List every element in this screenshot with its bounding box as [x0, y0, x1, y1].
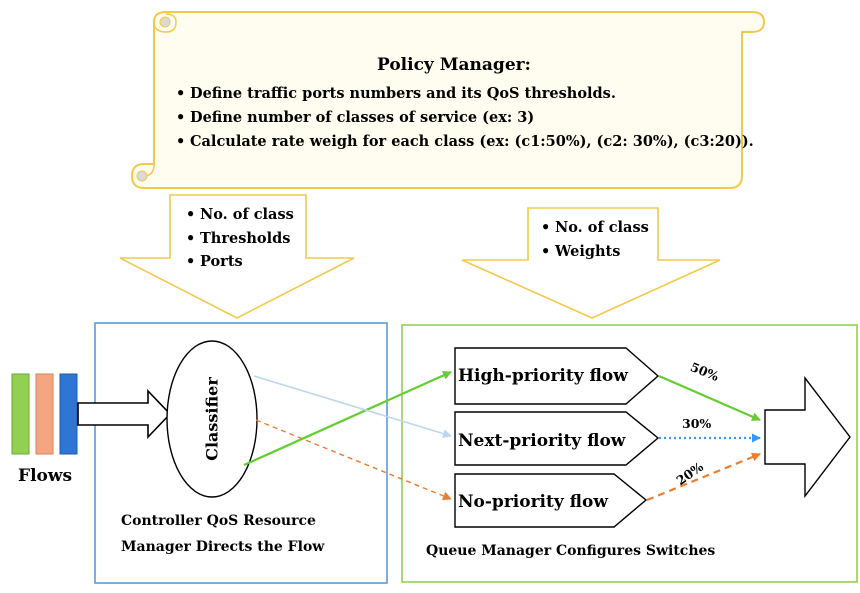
left-arrow-item: Thresholds	[186, 227, 294, 251]
no-to-switch-line	[646, 452, 761, 502]
flow-bar-green	[11, 373, 30, 455]
controller-caption-line-1: Controller QoS Resource	[121, 513, 316, 529]
policy-manager-list: Define traffic ports numbers and its QoS…	[176, 82, 754, 154]
flow-bar-orange	[35, 373, 54, 455]
policy-item: Calculate rate weigh for each class (ex:…	[176, 130, 754, 154]
left-arrow-list: No. of class Thresholds Ports	[186, 203, 294, 274]
queue-high-shape	[454, 347, 660, 405]
queue-next-label: Next-priority flow	[458, 431, 626, 451]
queue-no-label: No-priority flow	[458, 492, 608, 512]
classifier-to-no-line	[255, 419, 452, 501]
controller-box	[94, 322, 388, 584]
classifier-label: Classifier	[202, 377, 222, 461]
queue-manager-caption: Queue Manager Configures Switches	[426, 543, 716, 559]
switch-output-arrow	[764, 375, 851, 499]
high-to-switch-line	[658, 374, 761, 422]
right-arrow-item: No. of class	[541, 216, 649, 240]
controller-caption-line-2: Manager Directs the Flow	[121, 539, 325, 555]
flows-to-classifier-arrow	[77, 389, 172, 439]
queue-no-shape	[454, 473, 648, 528]
policy-item: Define traffic ports numbers and its QoS…	[176, 82, 754, 106]
left-arrow-item: No. of class	[186, 203, 294, 227]
weight-next-label: 30%	[682, 416, 712, 431]
queue-next-shape	[454, 411, 660, 466]
classifier-ellipse	[166, 340, 258, 498]
left-arrow-item: Ports	[186, 250, 294, 274]
classifier-to-next-line	[253, 375, 452, 438]
right-arrow-list: No. of class Weights	[541, 216, 649, 264]
queue-high-label: High-priority flow	[458, 366, 628, 386]
flows-label: Flows	[18, 466, 73, 486]
policy-item: Define number of classes of service (ex:…	[176, 106, 754, 130]
right-arrow-item: Weights	[541, 240, 649, 264]
queue-manager-box	[401, 324, 858, 583]
policy-manager-title: Policy Manager:	[377, 55, 531, 75]
classifier-to-high-line	[243, 370, 452, 467]
flow-bar-blue	[59, 373, 78, 455]
